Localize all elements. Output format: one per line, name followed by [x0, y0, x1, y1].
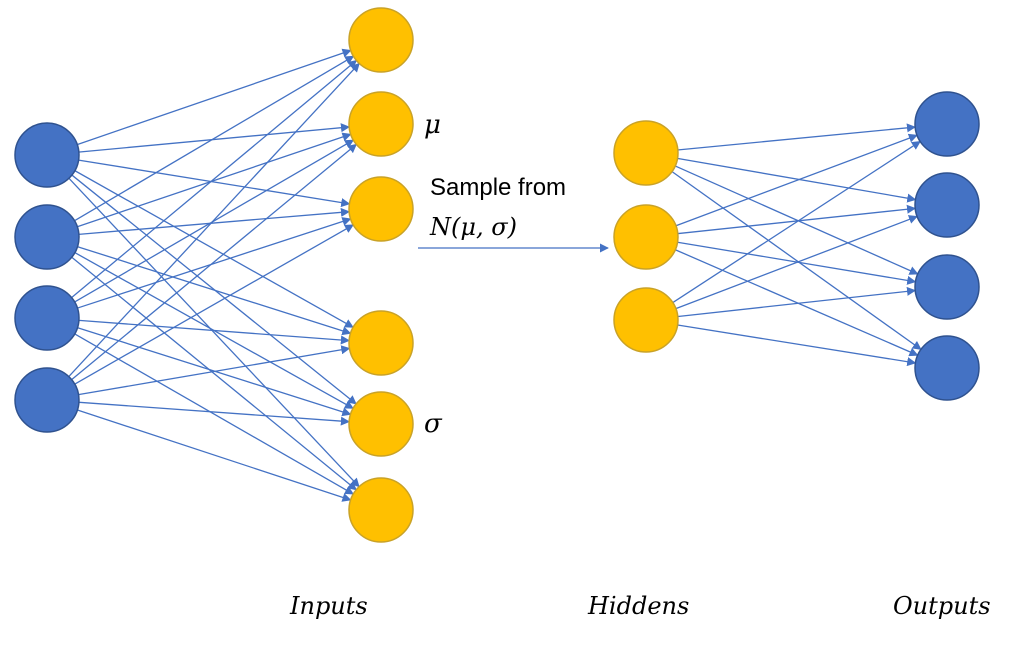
decoder-edge	[672, 215, 918, 311]
encoder-edge	[75, 158, 351, 208]
hidden-node	[613, 287, 679, 353]
caption-outputs: Outputs	[893, 592, 991, 620]
decoder-edge	[674, 323, 917, 367]
encoder-edge	[75, 319, 350, 345]
latent-node	[348, 176, 414, 242]
output-node	[914, 91, 980, 157]
output-node	[914, 335, 980, 401]
first-node	[14, 285, 80, 351]
encoder-edge	[71, 168, 354, 328]
encoder-edge	[71, 331, 355, 495]
first-node	[14, 367, 80, 433]
latent-node	[348, 477, 414, 543]
decoder-edge	[674, 157, 917, 203]
sigma-label: σ	[424, 409, 443, 439]
sample-label-line1: Sample from	[430, 174, 566, 201]
encoder-edge	[74, 48, 352, 147]
caption-hiddens: Hiddens	[587, 592, 689, 620]
decoder-edge	[674, 204, 917, 235]
caption-inputs: Inputs	[289, 592, 368, 620]
encoder-edge	[66, 175, 360, 488]
encoder-edge	[75, 345, 351, 396]
encoder-edge	[68, 143, 358, 383]
mu-label: μ	[424, 110, 441, 140]
encoder-edge	[68, 254, 357, 491]
output-node	[914, 172, 980, 238]
hidden-node	[613, 204, 679, 270]
encoder-edge	[71, 55, 355, 223]
decoder-edge	[674, 286, 917, 318]
decoder-edge	[669, 140, 921, 305]
latent-node	[348, 310, 414, 376]
first-node	[14, 122, 80, 188]
latent-node	[348, 7, 414, 73]
encoder-edge	[68, 59, 358, 301]
encoder-edge	[71, 250, 354, 409]
decoder-edge	[672, 133, 918, 228]
network-nodes	[14, 7, 980, 543]
encoder-edge	[74, 245, 352, 336]
first-node	[14, 204, 80, 270]
output-node	[914, 254, 980, 320]
latent-node	[348, 91, 414, 157]
connection-edges	[66, 48, 922, 502]
encoder-edge	[75, 401, 350, 426]
encoder-edge	[66, 62, 360, 380]
decoder-edge	[674, 123, 917, 151]
encoder-edge	[74, 326, 352, 417]
decoder-edge	[672, 164, 919, 275]
encoder-edge	[75, 207, 351, 236]
latent-node	[348, 391, 414, 457]
decoder-edge	[672, 247, 919, 357]
decoder-edge	[674, 241, 917, 285]
encoder-edge	[74, 408, 352, 502]
sample-label-line2: N(μ, σ)	[429, 213, 517, 241]
encoder-edge	[71, 224, 355, 387]
encoder-edge	[69, 172, 357, 405]
hidden-node	[613, 120, 679, 186]
decoder-edge	[669, 169, 922, 350]
